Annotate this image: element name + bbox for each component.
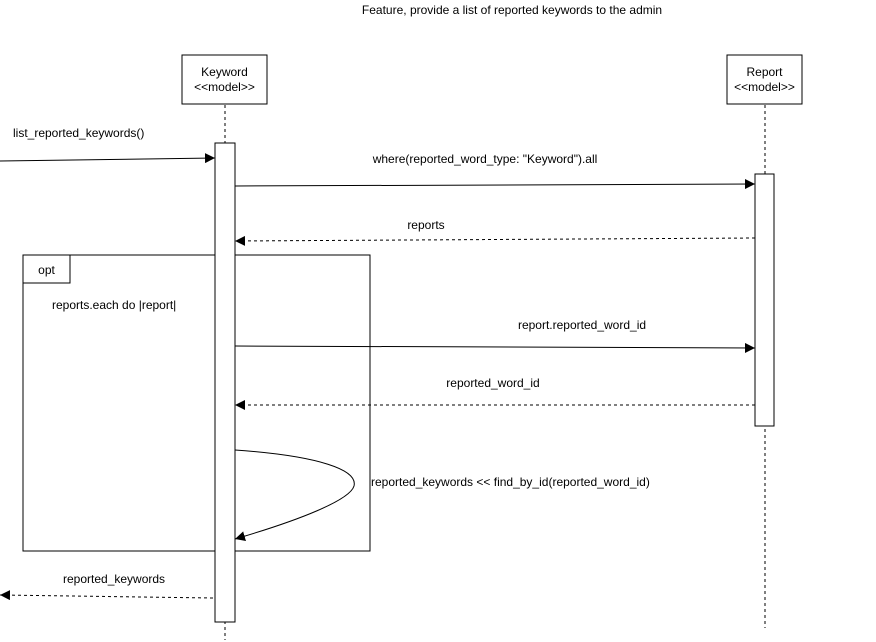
message-label: list_reported_keywords()	[13, 126, 144, 140]
return-arrow	[0, 590, 214, 601]
message-label: where(reported_word_type: "Keyword").all	[372, 152, 598, 166]
lifeline-keyword-stereotype: <<model>>	[194, 80, 255, 94]
return-label: reports	[407, 218, 444, 232]
message-label: report.reported_word_id	[518, 318, 646, 332]
self-message-find-by-id: reported_keywords << find_by_id(reported…	[234, 449, 650, 541]
lifeline-report: Report <<model>>	[726, 54, 803, 628]
return-label: reported_keywords	[63, 572, 165, 586]
opt-fragment-loop-text: reports.each do |report|	[52, 298, 176, 312]
self-message-label: reported_keywords << find_by_id(reported…	[371, 475, 650, 489]
opt-fragment: opt reports.each do |report|	[22, 254, 371, 552]
lifeline-report-name: Report	[746, 65, 783, 79]
message-report-reported-word-id: report.reported_word_id	[234, 318, 756, 353]
return-arrow	[234, 235, 756, 246]
diagram-title: Feature, provide a list of reported keyw…	[362, 3, 662, 17]
return-reports: reports	[234, 218, 756, 246]
message-arrow	[234, 342, 756, 353]
opt-fragment-operator: opt	[38, 263, 55, 277]
keyword-activation-bar	[214, 142, 236, 623]
return-label: reported_word_id	[446, 376, 539, 390]
return-reported-keywords: reported_keywords	[0, 572, 214, 601]
return-reported-word-id: reported_word_id	[235, 376, 755, 410]
self-message-arrow	[234, 449, 355, 541]
message-arrow	[0, 153, 216, 164]
message-list-reported-keywords: list_reported_keywords()	[0, 126, 216, 164]
report-activation-bar	[754, 173, 775, 427]
lifeline-keyword-name: Keyword	[201, 65, 248, 79]
lifeline-keyword: Keyword <<model>>	[181, 54, 268, 640]
lifeline-report-stereotype: <<model>>	[734, 80, 795, 94]
lifeline-keyword-header[interactable]	[181, 54, 268, 105]
opt-fragment-label-box	[22, 254, 71, 284]
message-where-query: where(reported_word_type: "Keyword").all	[234, 152, 756, 190]
opt-fragment-frame	[22, 254, 371, 552]
message-arrow	[234, 179, 756, 190]
lifeline-report-header[interactable]	[726, 54, 803, 105]
